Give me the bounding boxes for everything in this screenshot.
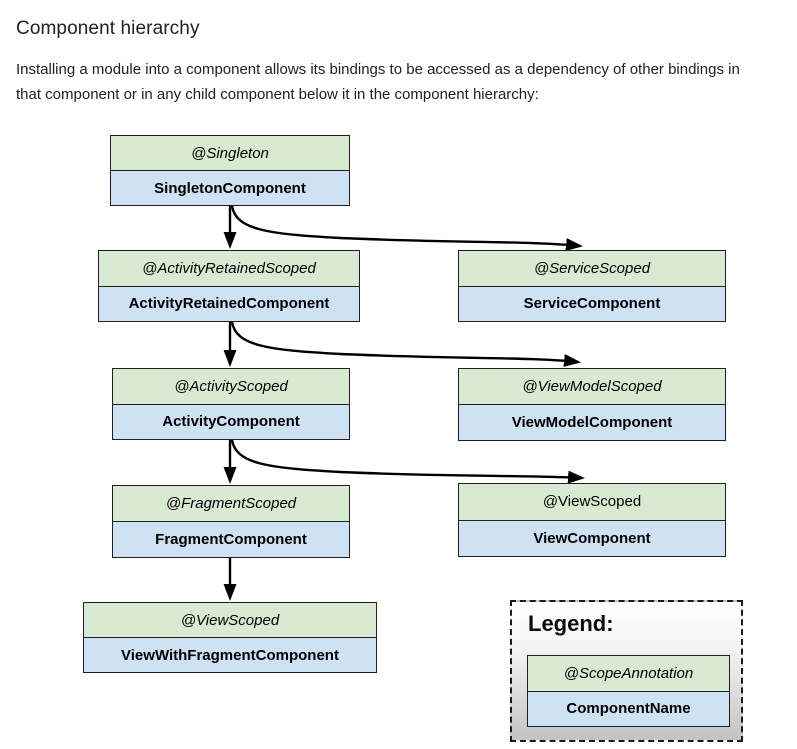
edge-activity-to-view bbox=[230, 439, 585, 484]
page-title: Component hierarchy bbox=[16, 18, 200, 39]
legend-sample-node: @ScopeAnnotation ComponentName bbox=[527, 655, 730, 727]
scope-annotation-label: @ActivityScoped bbox=[113, 369, 349, 405]
legend-title: Legend: bbox=[528, 611, 614, 636]
scope-annotation-label: @FragmentScoped bbox=[113, 486, 349, 522]
component-name-label: ViewModelComponent bbox=[459, 405, 725, 440]
component-name-label: ServiceComponent bbox=[459, 286, 725, 321]
legend-scope-annotation-label: @ScopeAnnotation bbox=[528, 656, 729, 692]
component-name-label: ActivityComponent bbox=[113, 404, 349, 439]
scope-annotation-label: @ViewModelScoped bbox=[459, 369, 725, 405]
component-name-label: FragmentComponent bbox=[113, 522, 349, 557]
component-name-label: SingletonComponent bbox=[111, 171, 349, 205]
scope-annotation-label: @Singleton bbox=[111, 136, 349, 171]
page-header: Component hierarchy Installing a module … bbox=[0, 0, 797, 107]
edge-activity-retained-to-view-model bbox=[230, 321, 581, 367]
component-name-label: ViewComponent bbox=[459, 520, 725, 556]
legend-component-name-label: ComponentName bbox=[528, 691, 729, 726]
page-description: Installing a module into a component all… bbox=[16, 61, 740, 103]
edge-singleton-to-service bbox=[230, 205, 583, 252]
scope-annotation-label: @ServiceScoped bbox=[459, 251, 725, 287]
scope-annotation-label: @ActivityRetainedScoped bbox=[99, 251, 359, 287]
component-name-label: ViewWithFragmentComponent bbox=[84, 638, 376, 672]
scope-annotation-label: @ViewScoped bbox=[84, 603, 376, 638]
legend-box: Legend: @ScopeAnnotation ComponentName bbox=[510, 600, 743, 742]
scope-annotation-label: @ViewScoped bbox=[459, 484, 725, 521]
component-name-label: ActivityRetainedComponent bbox=[99, 286, 359, 321]
